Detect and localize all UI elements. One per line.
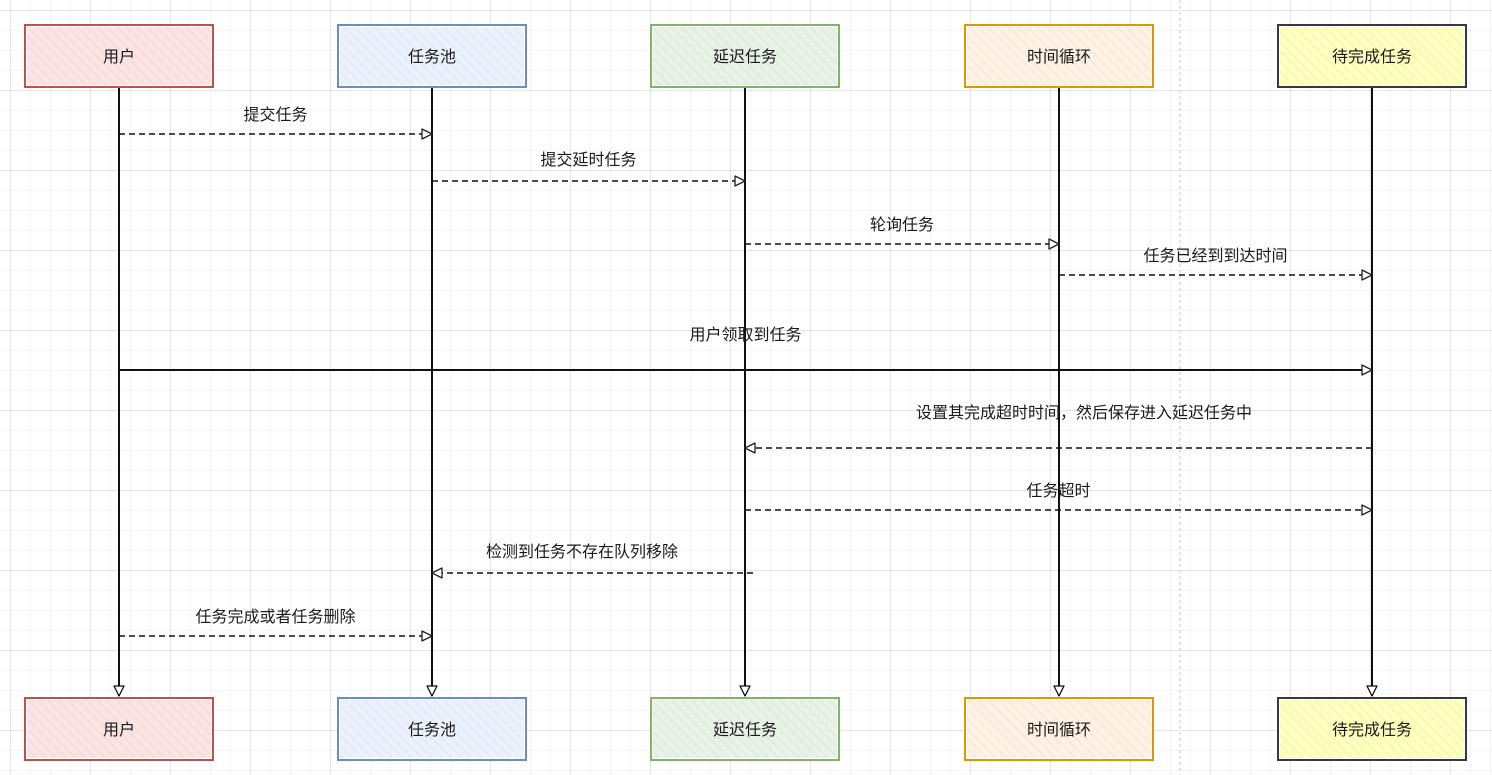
- message-label: 任务完成或者任务删除: [195, 607, 355, 626]
- message-6[interactable]: 设置其完成超时时间，然后保存进入延迟任务中: [744, 403, 1372, 454]
- participant-label: 用户: [103, 720, 135, 739]
- message-8[interactable]: 检测到任务不存在队列移除: [431, 542, 753, 579]
- box-hatch: [967, 700, 1151, 758]
- participant-label: 时间循环: [1027, 720, 1091, 739]
- participant-label: 用户: [103, 47, 135, 66]
- box-border: [337, 697, 527, 761]
- box-hatch: [27, 700, 211, 758]
- participant-pool-top[interactable]: 任务池: [337, 24, 527, 88]
- participant-label: 延迟任务: [713, 47, 777, 66]
- box-hatch: [967, 27, 1151, 85]
- lifelines: [113, 87, 1378, 697]
- message-label: 提交任务: [243, 105, 307, 124]
- participant-pool-bottom[interactable]: 任务池: [337, 697, 527, 761]
- box-border: [24, 697, 214, 761]
- participant-loop-top[interactable]: 时间循环: [964, 24, 1154, 88]
- participant-label: 待完成任务: [1332, 720, 1412, 739]
- box-hatch: [340, 700, 524, 758]
- message-label: 轮询任务: [870, 215, 934, 234]
- message-label: 提交延时任务: [540, 150, 636, 169]
- box-hatch: [1280, 27, 1464, 85]
- message-2[interactable]: 提交延时任务: [432, 150, 746, 187]
- participant-label: 任务池: [408, 720, 456, 739]
- box-border: [650, 697, 840, 761]
- message-label: 设置其完成超时时间，然后保存进入延迟任务中: [916, 403, 1252, 422]
- participant-label: 待完成任务: [1332, 47, 1412, 66]
- participant-delay-top[interactable]: 延迟任务: [650, 24, 840, 88]
- participant-pending-bottom[interactable]: 待完成任务: [1277, 697, 1467, 761]
- message-7[interactable]: 任务超时: [745, 481, 1373, 516]
- message-label: 任务超时: [1026, 481, 1090, 500]
- participant-delay-bottom[interactable]: 延迟任务: [650, 697, 840, 761]
- message-5[interactable]: 用户领取到任务: [119, 325, 1373, 376]
- box-border: [1277, 697, 1467, 761]
- box-hatch: [27, 27, 211, 85]
- box-border: [24, 24, 214, 88]
- box-border: [964, 697, 1154, 761]
- message-label: 检测到任务不存在队列移除: [486, 542, 678, 561]
- participant-pending-top[interactable]: 待完成任务: [1277, 24, 1467, 88]
- participant-label: 任务池: [408, 47, 456, 66]
- message-9[interactable]: 任务完成或者任务删除: [119, 607, 433, 642]
- message-4[interactable]: 任务已经到到达时间: [1059, 246, 1373, 281]
- participant-user-top[interactable]: 用户: [24, 24, 214, 88]
- message-1[interactable]: 提交任务: [119, 105, 433, 140]
- box-hatch: [653, 27, 837, 85]
- box-hatch: [1280, 700, 1464, 758]
- message-label: 用户领取到任务: [689, 325, 801, 344]
- participant-loop-bottom[interactable]: 时间循环: [964, 697, 1154, 761]
- box-border: [1277, 24, 1467, 88]
- participant-user-bottom[interactable]: 用户: [24, 697, 214, 761]
- message-3[interactable]: 轮询任务: [745, 215, 1060, 250]
- box-hatch: [340, 27, 524, 85]
- box-border: [650, 24, 840, 88]
- messages: 提交任务提交延时任务轮询任务任务已经到到达时间用户领取到任务设置其完成超时时间，…: [119, 105, 1373, 642]
- participant-label: 延迟任务: [713, 720, 777, 739]
- participant-label: 时间循环: [1027, 47, 1091, 66]
- box-border: [337, 24, 527, 88]
- message-label: 任务已经到到达时间: [1143, 246, 1287, 265]
- box-hatch: [653, 700, 837, 758]
- box-border: [964, 24, 1154, 88]
